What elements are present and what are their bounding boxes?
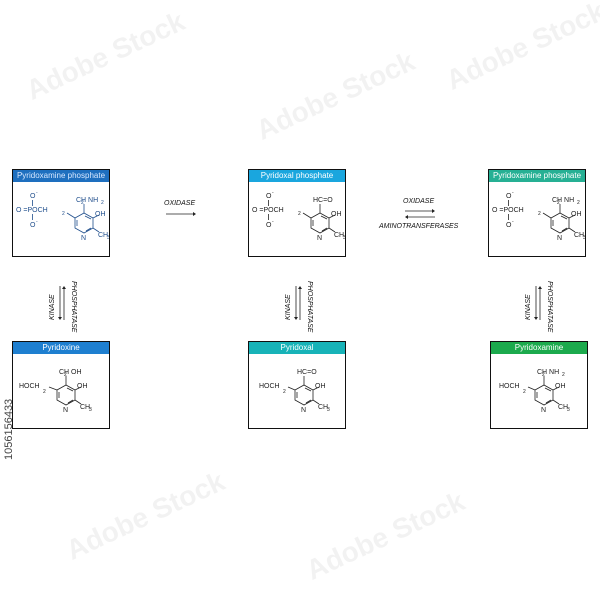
svg-text:-: - bbox=[36, 219, 38, 225]
svg-text:N: N bbox=[557, 235, 562, 242]
svg-text:HOCH: HOCH bbox=[259, 383, 280, 390]
equilibrium-arrows bbox=[405, 209, 435, 219]
svg-text:CH: CH bbox=[318, 404, 328, 411]
svg-text:2: 2 bbox=[542, 372, 545, 378]
reaction-label-kinase: KINASE bbox=[285, 294, 292, 320]
svg-text:2: 2 bbox=[101, 200, 104, 206]
box-title: Pyridoxine bbox=[13, 342, 109, 354]
box-title: Pyridoxamine phosphate bbox=[489, 170, 585, 182]
svg-text:N: N bbox=[541, 407, 546, 414]
structure-pyridoxamine-phosphate-left: O - O =POCH O - 2 CH NH 2 2 OH N CH 3 bbox=[16, 190, 109, 242]
svg-text:2: 2 bbox=[283, 389, 286, 395]
svg-text:-: - bbox=[512, 219, 514, 225]
svg-text:2: 2 bbox=[557, 200, 560, 206]
box-title: Pyridoxal phosphate bbox=[249, 170, 345, 182]
box-title: Pyridoxamine bbox=[491, 342, 587, 354]
reaction-label-phosphatase: PHOSPHATASE bbox=[70, 281, 77, 333]
svg-text:N: N bbox=[317, 235, 322, 242]
reaction-label-phosphatase: PHOSPHATASE bbox=[546, 281, 553, 333]
svg-text:3: 3 bbox=[327, 407, 330, 413]
svg-text:N: N bbox=[301, 407, 306, 414]
svg-text:2: 2 bbox=[577, 200, 580, 206]
svg-text:2: 2 bbox=[523, 389, 526, 395]
svg-text:2: 2 bbox=[538, 211, 541, 217]
svg-text:CH OH: CH OH bbox=[59, 369, 82, 376]
svg-text:OH: OH bbox=[571, 211, 582, 218]
svg-text:3: 3 bbox=[107, 235, 109, 241]
pyridoxal-box: Pyridoxal HOCH 2 HC=O OH N CH 3 bbox=[248, 341, 346, 429]
arrow-right bbox=[166, 212, 196, 216]
svg-text:3: 3 bbox=[583, 235, 585, 241]
svg-text:OH: OH bbox=[555, 383, 566, 390]
box-title: Pyridoxal bbox=[249, 342, 345, 354]
svg-text:3: 3 bbox=[567, 407, 570, 413]
svg-text:2: 2 bbox=[62, 211, 65, 217]
svg-text:CH: CH bbox=[80, 404, 90, 411]
vertical-equilibrium-arrows bbox=[534, 286, 542, 320]
svg-text:2: 2 bbox=[562, 372, 565, 378]
watermark: Adobe Stock bbox=[301, 485, 470, 586]
svg-text:CH NH: CH NH bbox=[552, 197, 574, 204]
svg-text:O: O bbox=[266, 222, 272, 229]
pyridoxal-phosphate-box: Pyridoxal phosphate O - O =POCH O - 2 HC… bbox=[248, 169, 346, 257]
svg-text:HC=O: HC=O bbox=[297, 369, 317, 376]
svg-text:HC=O: HC=O bbox=[313, 197, 333, 204]
svg-text:O =POCH: O =POCH bbox=[16, 207, 48, 214]
svg-text:-: - bbox=[36, 190, 38, 196]
svg-text:OH: OH bbox=[315, 383, 326, 390]
svg-text:CH: CH bbox=[558, 404, 568, 411]
vertical-equilibrium-arrows bbox=[58, 286, 66, 320]
svg-text:-: - bbox=[512, 190, 514, 196]
svg-text:N: N bbox=[63, 407, 68, 414]
svg-text:2: 2 bbox=[298, 211, 301, 217]
reaction-label-phosphatase: PHOSPHATASE bbox=[306, 281, 313, 333]
svg-text:O: O bbox=[506, 222, 512, 229]
svg-text:CH NH: CH NH bbox=[537, 369, 559, 376]
svg-text:O: O bbox=[266, 193, 272, 200]
svg-text:HOCH: HOCH bbox=[499, 383, 520, 390]
reaction-label-oxidase: OXIDASE bbox=[164, 200, 196, 207]
watermark: Adobe Stock bbox=[441, 0, 600, 96]
reaction-label-kinase: KINASE bbox=[525, 294, 532, 320]
structure-pyridoxamine-phosphate-right: O - O =POCH O - 2 CH NH 2 2 OH N CH 3 bbox=[492, 190, 585, 242]
svg-text:2: 2 bbox=[64, 372, 67, 378]
svg-text:CH: CH bbox=[98, 232, 108, 239]
structure-pyridoxamine: HOCH 2 CH NH 2 2 OH N CH 3 bbox=[499, 369, 570, 414]
svg-text:-: - bbox=[272, 219, 274, 225]
svg-text:N: N bbox=[81, 235, 86, 242]
structure-pyridoxal: HOCH 2 HC=O OH N CH 3 bbox=[259, 369, 330, 414]
watermark: Adobe Stock bbox=[61, 465, 230, 566]
svg-text:O =POCH: O =POCH bbox=[252, 207, 284, 214]
pyridoxamine-box: Pyridoxamine HOCH 2 CH NH 2 2 OH N CH 3 bbox=[490, 341, 588, 429]
svg-text:2: 2 bbox=[81, 200, 84, 206]
svg-text:3: 3 bbox=[343, 235, 345, 241]
svg-text:O: O bbox=[506, 193, 512, 200]
pyridoxine-box: Pyridoxine HOCH 2 CH OH 2 OH N CH 3 bbox=[12, 341, 110, 429]
svg-text:2: 2 bbox=[43, 389, 46, 395]
svg-text:OH: OH bbox=[77, 383, 88, 390]
pyridoxamine-phosphate-left-box: Pyridoxamine phosphate O - O =POCH O - 2… bbox=[12, 169, 110, 257]
structure-pyridoxine: HOCH 2 CH OH 2 OH N CH 3 bbox=[19, 369, 92, 414]
watermark: Adobe Stock bbox=[21, 5, 190, 106]
stock-id: 1056156433 bbox=[3, 398, 15, 460]
svg-text:CH NH: CH NH bbox=[76, 197, 98, 204]
svg-text:O =POCH: O =POCH bbox=[492, 207, 524, 214]
reaction-label-aminotransferases: AMINOTRANSFERASES bbox=[379, 223, 459, 230]
svg-text:OH: OH bbox=[95, 211, 106, 218]
svg-text:HOCH: HOCH bbox=[19, 383, 40, 390]
pyridoxamine-phosphate-right-box: Pyridoxamine phosphate O - O =POCH O - 2… bbox=[488, 169, 586, 257]
svg-text:3: 3 bbox=[89, 407, 92, 413]
svg-text:O: O bbox=[30, 222, 36, 229]
reaction-label-kinase: KINASE bbox=[49, 294, 56, 320]
o-minus: O bbox=[30, 193, 36, 200]
svg-text:CH: CH bbox=[334, 232, 344, 239]
svg-text:OH: OH bbox=[331, 211, 342, 218]
vertical-equilibrium-arrows bbox=[294, 286, 302, 320]
svg-text:-: - bbox=[272, 190, 274, 196]
watermark: Adobe Stock bbox=[251, 45, 420, 146]
reaction-label-oxidase-2: OXIDASE bbox=[403, 198, 435, 205]
structure-pyridoxal-phosphate: O - O =POCH O - 2 HC=O OH N CH 3 bbox=[252, 190, 345, 242]
svg-text:CH: CH bbox=[574, 232, 584, 239]
box-title: Pyridoxamine phosphate bbox=[13, 170, 109, 182]
